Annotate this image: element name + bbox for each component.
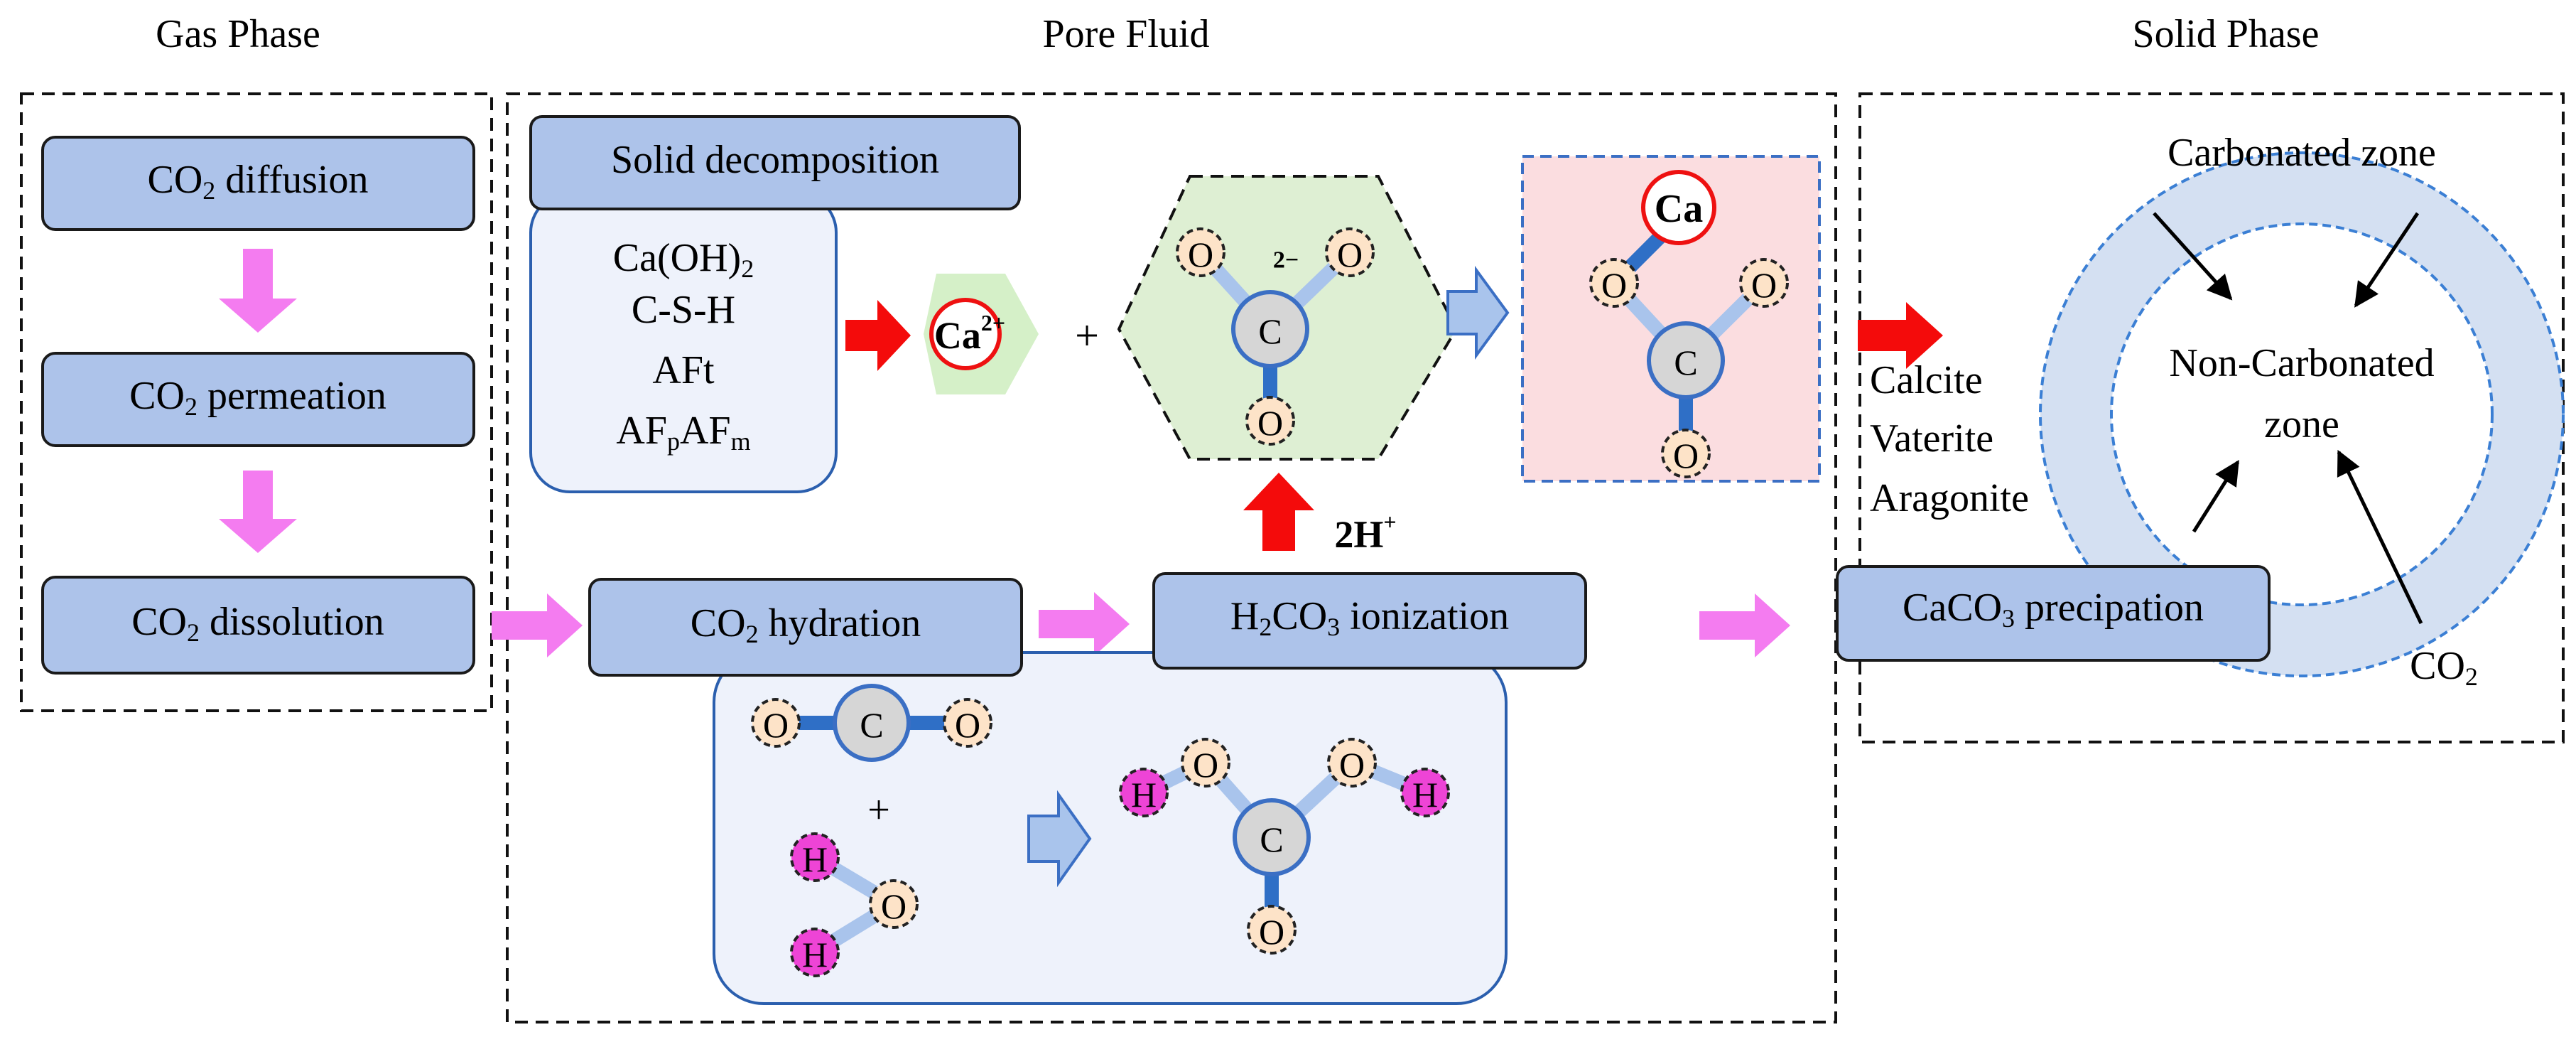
- svg-text:Ca: Ca: [1655, 187, 1703, 231]
- caco3-o2: [1739, 258, 1789, 308]
- h2o-o: [869, 879, 919, 929]
- co2-o2: [943, 698, 992, 748]
- solid-phase-frame: [1858, 92, 2565, 743]
- co2-dissolution-box: CO2 dissolution: [41, 576, 475, 675]
- svg-text:O: O: [955, 705, 980, 745]
- arrow-ionization-to-precipitation: [1699, 593, 1790, 657]
- caco3-precipitation-box: CaCO3 precipation: [1836, 565, 2271, 662]
- svg-text:H: H: [802, 839, 828, 879]
- svg-text:O: O: [763, 705, 789, 745]
- h2co3-h2: [1400, 768, 1450, 817]
- svg-text:O: O: [1337, 235, 1363, 274]
- svg-text:H: H: [1131, 775, 1157, 815]
- svg-text:C: C: [1674, 343, 1697, 382]
- red-up-arrow: [1243, 473, 1314, 551]
- down-arrow-1: [219, 249, 297, 333]
- gas-phase-header: Gas Phase: [156, 12, 320, 56]
- arrow-in-bottom-left: [2192, 460, 2240, 533]
- svg-text:C: C: [1260, 820, 1283, 859]
- svg-text:Solid decomposition: Solid decomposition: [611, 138, 939, 182]
- h2co3-o2: [1327, 738, 1377, 788]
- svg-text:CaCO3 precipation: CaCO3 precipation: [1903, 586, 2204, 633]
- svg-text:O: O: [1339, 745, 1365, 785]
- carbonate-o1: [1176, 227, 1225, 277]
- co2-diffusion-box: CO2 diffusion: [41, 136, 475, 231]
- ca-ion-label: Ca2+: [934, 310, 1005, 357]
- ca-ion-atom: [929, 298, 1002, 370]
- solid-phase-header: Solid Phase: [2133, 12, 2320, 56]
- svg-text:H2CO3 ionization: H2CO3 ionization: [1230, 594, 1509, 641]
- blue-arrow-to-caco3: [1446, 265, 1510, 360]
- red-arrow-to-products: [1858, 302, 1943, 369]
- carbonate-o3: [1245, 396, 1295, 446]
- svg-text:O: O: [1673, 436, 1699, 475]
- caco3-o1: [1589, 258, 1639, 308]
- caco3-c: [1647, 321, 1725, 399]
- co2-permeation-box: CO2 permeation: [41, 352, 475, 447]
- red-arrow-to-ca: [845, 300, 911, 371]
- arrow-dissolution-to-hydration: [492, 593, 583, 657]
- phase-aft: AFt: [652, 348, 715, 392]
- arrow-in-top-left: [2153, 212, 2233, 301]
- non-carbonated-label-line2: zone: [2264, 402, 2339, 446]
- product-vaterite: Vaterite: [1870, 417, 1993, 461]
- carbonate-charge: 2−: [1273, 247, 1299, 274]
- svg-text:CO2 hydration: CO2 hydration: [691, 601, 921, 648]
- phase-afm: AFpAFm: [616, 409, 750, 456]
- h2o-h2: [790, 928, 840, 977]
- product-calcite: Calcite: [1870, 358, 1983, 402]
- svg-text:CO2 permeation: CO2 permeation: [129, 374, 386, 421]
- blue-arrow-to-h2co3: [1027, 790, 1092, 888]
- svg-text:O: O: [881, 886, 907, 926]
- solid-decomposition-box: Solid decomposition: [529, 115, 1021, 210]
- svg-text:O: O: [1257, 403, 1283, 443]
- down-arrow-2: [219, 471, 297, 553]
- h2co3-c: [1233, 798, 1311, 876]
- carbonated-zone-label: Carbonated zone: [2168, 131, 2436, 175]
- svg-text:O: O: [1751, 265, 1777, 305]
- carbonate-o2: [1325, 227, 1375, 277]
- co2-o1: [751, 698, 801, 748]
- svg-text:O: O: [1259, 912, 1284, 952]
- carbonate-c: [1231, 290, 1309, 368]
- non-carbonated-label-line1: Non-Carbonated: [2169, 341, 2434, 385]
- two-h-plus-label: 2H+: [1334, 509, 1396, 556]
- co2-label: CO2: [2410, 644, 2478, 691]
- svg-text:C: C: [860, 705, 883, 745]
- svg-text:CO2 diffusion: CO2 diffusion: [148, 158, 369, 205]
- caco3-ca-atom: [1641, 170, 1716, 245]
- h2o-h1: [790, 832, 840, 882]
- h2co3-o3: [1247, 905, 1297, 955]
- arrow-in-co2: [2337, 449, 2423, 625]
- svg-text:H: H: [802, 935, 828, 974]
- phase-caoh2: Ca(OH)2: [613, 236, 754, 283]
- co2-hydration-box: CO2 hydration: [588, 578, 1023, 677]
- co2-c: [833, 684, 911, 762]
- hydration-plus: +: [867, 788, 890, 832]
- gas-phase-frame: [20, 92, 493, 712]
- svg-text:CO2 dissolution: CO2 dissolution: [131, 600, 384, 647]
- svg-text:C: C: [1258, 311, 1282, 351]
- svg-text:O: O: [1601, 265, 1627, 305]
- svg-text:H: H: [1412, 775, 1438, 815]
- h2co3-h1: [1119, 768, 1169, 817]
- plus-sign: +: [1075, 312, 1099, 359]
- arrow-hydration-to-ionization: [1039, 592, 1130, 656]
- h2co3-ionization-box: H2CO3 ionization: [1152, 572, 1587, 670]
- pore-fluid-frame: [506, 92, 1837, 1023]
- arrow-in-top-right: [2354, 212, 2420, 308]
- svg-text:O: O: [1193, 745, 1218, 785]
- h2co3-o1: [1181, 738, 1230, 788]
- svg-text:O: O: [1188, 235, 1213, 274]
- pore-fluid-header: Pore Fluid: [1043, 12, 1210, 56]
- product-aragonite: Aragonite: [1870, 476, 2029, 520]
- phase-csh: C-S-H: [632, 288, 735, 332]
- caco3-o3: [1661, 429, 1711, 478]
